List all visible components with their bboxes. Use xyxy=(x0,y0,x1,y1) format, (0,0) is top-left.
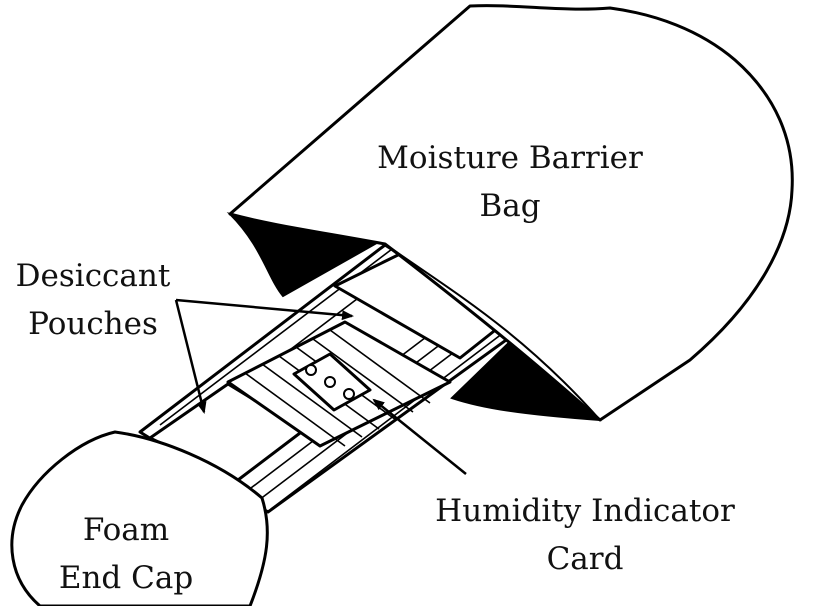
desiccant-arrow-upper xyxy=(175,298,354,321)
desiccant-arrow-lower xyxy=(174,299,207,414)
humidity-indicator-card-label-line2: Card xyxy=(547,541,624,577)
foam-end-cap xyxy=(10,430,269,606)
foam-end-cap-label-line2: End Cap xyxy=(59,560,193,596)
moisture-barrier-bag-label-line1: Moisture Barrier xyxy=(377,140,643,176)
desiccant-pouches-label-line2: Pouches xyxy=(28,306,158,342)
humidity-indicator-arrow xyxy=(372,398,467,475)
bag-opening-edge xyxy=(384,243,601,421)
foam-end-cap-label-line1: Foam xyxy=(83,512,169,548)
moisture-barrier-bag-label-line2: Bag xyxy=(479,188,540,224)
humidity-indicator-card-label-line1: Humidity Indicator xyxy=(435,493,735,529)
desiccant-pouches-label-line1: Desiccant xyxy=(16,258,171,294)
indicator-spots xyxy=(292,352,372,412)
